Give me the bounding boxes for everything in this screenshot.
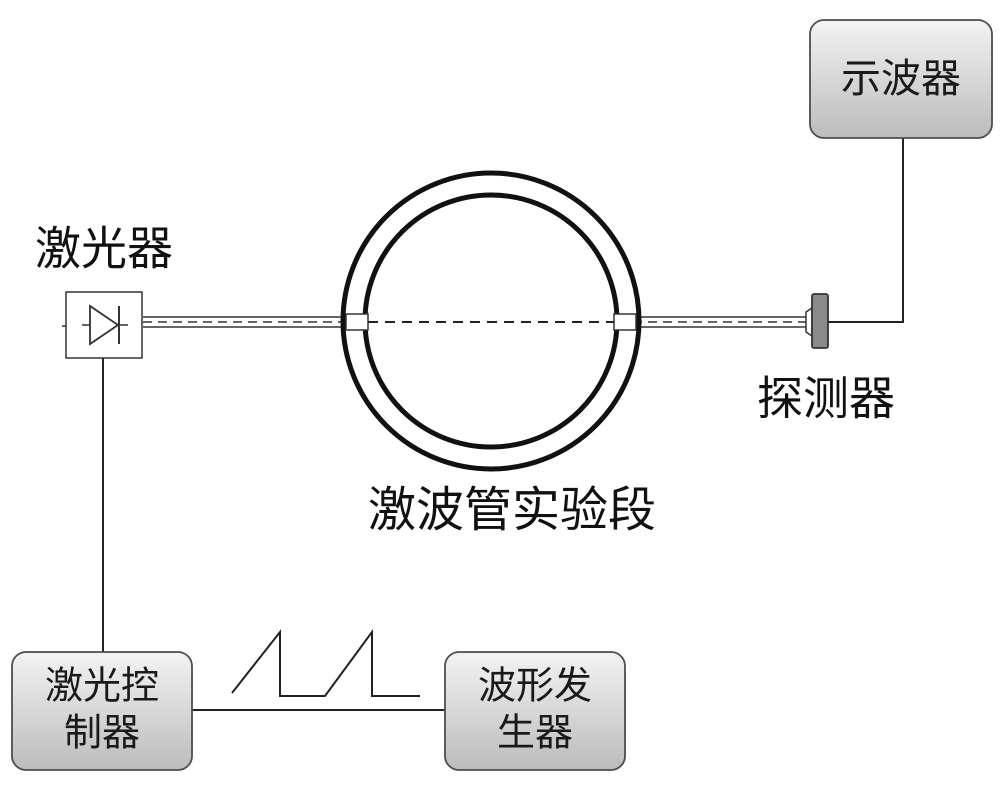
laser-diode — [62, 291, 143, 359]
waveform-generator-label-line2: 生器 — [497, 711, 573, 755]
waveform-generator-label-line1: 波形发 — [478, 664, 592, 708]
oscilloscope-box: 示波器 — [809, 19, 993, 139]
waveform-generator-box: 波形发 生器 — [444, 651, 626, 771]
laser-controller-label-line2: 制器 — [64, 711, 140, 755]
laser-label: 激光器 — [35, 222, 173, 276]
oscilloscope-label: 示波器 — [841, 56, 961, 102]
left-optical-window — [345, 313, 369, 331]
sawtooth-waveform — [231, 628, 420, 697]
detector-label: 探测器 — [757, 372, 895, 426]
laser-beam — [143, 316, 806, 328]
diode-icon — [89, 304, 120, 346]
laser-controller-box: 激光控 制器 — [11, 651, 193, 771]
detector-body — [811, 293, 829, 349]
tube-outer-wall — [340, 170, 642, 472]
oscilloscope-to-detector-wire — [828, 138, 904, 323]
test-section-label: 激波管实验段 — [368, 482, 656, 538]
right-optical-window — [613, 313, 637, 331]
shock-tube-section — [340, 170, 642, 472]
detector — [805, 293, 829, 349]
laser-controller-label-line1: 激光控 — [45, 664, 159, 708]
wires — [102, 138, 904, 711]
